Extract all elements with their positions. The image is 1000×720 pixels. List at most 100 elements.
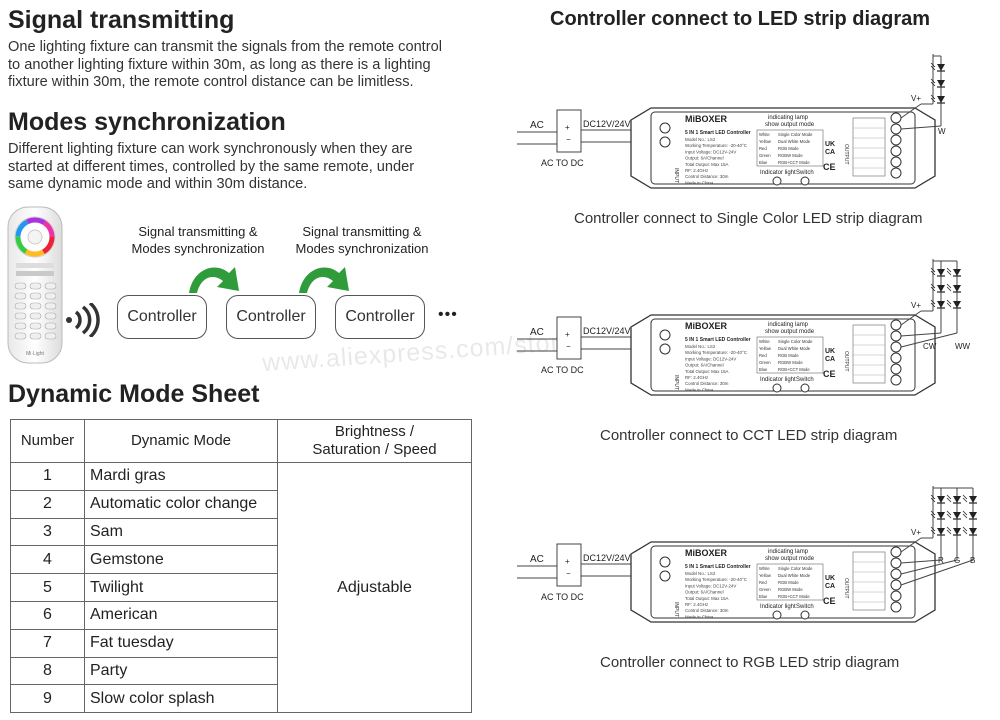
signal-transmitting-title: Signal transmitting bbox=[8, 6, 235, 34]
led-ray bbox=[930, 526, 936, 532]
mode-name: RGBW Mode bbox=[778, 360, 803, 365]
led-icon bbox=[937, 80, 945, 87]
vplus-wire bbox=[900, 537, 922, 553]
led-icon bbox=[937, 96, 945, 103]
led-ray bbox=[930, 302, 936, 308]
row-mode: Gemstone bbox=[84, 545, 278, 575]
spec-line: Working Temperature: -20-40°C bbox=[685, 577, 747, 582]
green-arrow-icon bbox=[299, 267, 349, 293]
indicating-lamp-label: indicating lamp bbox=[768, 549, 809, 555]
dc-voltage-label: DC12V/24V bbox=[583, 326, 631, 336]
minus-sign: − bbox=[566, 342, 571, 351]
input-terminal bbox=[659, 329, 671, 341]
mode-color: Green bbox=[759, 587, 771, 592]
spec-line: Made in China bbox=[685, 180, 714, 185]
strip-label-ww: WW bbox=[955, 342, 971, 351]
output-wire bbox=[900, 559, 942, 564]
ellipsis: ••• bbox=[438, 306, 458, 323]
ac-to-dc-label: AC TO DC bbox=[541, 365, 584, 375]
output-terminal bbox=[890, 112, 902, 124]
row-number: 3 bbox=[10, 517, 85, 547]
indicator-light-icon bbox=[772, 610, 782, 620]
mode-color: Blue bbox=[759, 594, 768, 599]
spec-line: RF: 2.4GHz bbox=[685, 602, 708, 607]
modes-synchronization-text: Different lighting fixture can work sync… bbox=[8, 141, 488, 194]
mode-name: RGBW Mode bbox=[778, 153, 803, 158]
mode-name: RGB+CCT Mode bbox=[778, 367, 810, 372]
led-ray bbox=[946, 270, 952, 276]
ce-mark: CE bbox=[823, 162, 836, 172]
ac-to-dc-label: AC TO DC bbox=[541, 592, 584, 602]
modes-table bbox=[756, 129, 824, 167]
row-mode: Sam bbox=[84, 517, 278, 547]
row-mode: Twilight bbox=[84, 573, 278, 602]
output-wire bbox=[900, 559, 974, 586]
mode-name: RGBW Mode bbox=[778, 587, 803, 592]
caption-cct: Controller connect to CCT LED strip diag… bbox=[600, 427, 898, 444]
led-ray bbox=[962, 526, 968, 532]
output-terminal bbox=[890, 374, 902, 386]
ce-mark: CE bbox=[823, 596, 836, 606]
strip-label-w: W bbox=[938, 127, 946, 136]
row-number: 7 bbox=[10, 628, 85, 658]
input-terminal bbox=[659, 570, 671, 582]
plus-sign: + bbox=[565, 330, 570, 339]
mode-name: Dual White Mode bbox=[778, 346, 811, 351]
v-plus-label: V+ bbox=[911, 94, 921, 103]
modes-text-line: started at different times, controlled b… bbox=[8, 158, 415, 175]
row-number: 9 bbox=[10, 684, 85, 714]
led-icon bbox=[953, 512, 961, 519]
mode-color: Red bbox=[759, 146, 767, 151]
output-terminal bbox=[890, 319, 902, 331]
header-brightness: Brightness / Saturation / Speed bbox=[277, 419, 472, 463]
output-terminal bbox=[890, 134, 902, 146]
show-output-label: show output mode bbox=[765, 122, 815, 128]
input-label: INPUT bbox=[673, 168, 679, 183]
led-icon bbox=[953, 301, 961, 308]
output-terminal bbox=[890, 590, 902, 602]
dc-voltage-label: DC12V/24V bbox=[583, 553, 631, 563]
vplus-wire bbox=[900, 310, 922, 326]
switch-button bbox=[800, 610, 810, 620]
output-terminal bbox=[890, 557, 902, 569]
spec-line: Made in China bbox=[685, 614, 714, 619]
led-ray bbox=[946, 526, 952, 532]
ukca-mark: UK bbox=[825, 348, 835, 355]
header-brightness-line1: Brightness / bbox=[334, 423, 415, 440]
dynamic-mode-sheet-title: Dynamic Mode Sheet bbox=[8, 380, 260, 408]
plus-sign: + bbox=[565, 123, 570, 132]
output-terminal bbox=[890, 156, 902, 168]
strip-label-r: R bbox=[938, 556, 944, 565]
spec-line: Model No.: LS2 bbox=[685, 137, 716, 142]
strip-label-cw: CW bbox=[923, 342, 937, 351]
switch-label: Switch bbox=[796, 170, 814, 176]
led-ray bbox=[930, 286, 936, 292]
mode-color: White bbox=[759, 132, 770, 137]
output-terminal bbox=[890, 601, 902, 613]
led-icon bbox=[937, 64, 945, 71]
led-ray bbox=[962, 510, 968, 516]
spec-line: Control Distance: 30m bbox=[685, 381, 729, 386]
output-terminal bbox=[890, 330, 902, 342]
spec-line: Output: 6A/Channel bbox=[685, 590, 724, 595]
mode-name: RGB Mode bbox=[778, 353, 799, 358]
led-ray bbox=[930, 299, 936, 305]
indicating-lamp-label: indicating lamp bbox=[768, 322, 809, 328]
model-label: 5 IN 1 Smart LED Controller bbox=[685, 130, 751, 136]
mode-color: Yellow bbox=[759, 139, 772, 144]
ce-mark: CE bbox=[823, 369, 836, 379]
led-ray bbox=[946, 267, 952, 273]
signal-text-line: One lighting fixture can transmit the si… bbox=[8, 39, 442, 55]
led-ray bbox=[962, 497, 968, 503]
row-number: 2 bbox=[10, 489, 85, 519]
mode-name: Dual White Mode bbox=[778, 573, 811, 578]
output-terminal bbox=[890, 363, 902, 375]
ukca-mark: CA bbox=[825, 149, 835, 156]
mode-color: Green bbox=[759, 360, 771, 365]
switch-label: Switch bbox=[796, 377, 814, 383]
table-header-row: Number Dynamic Mode Brightness / Saturat… bbox=[10, 419, 472, 463]
output-label: OUTPUT bbox=[843, 578, 849, 599]
show-output-label: show output mode bbox=[765, 556, 815, 562]
